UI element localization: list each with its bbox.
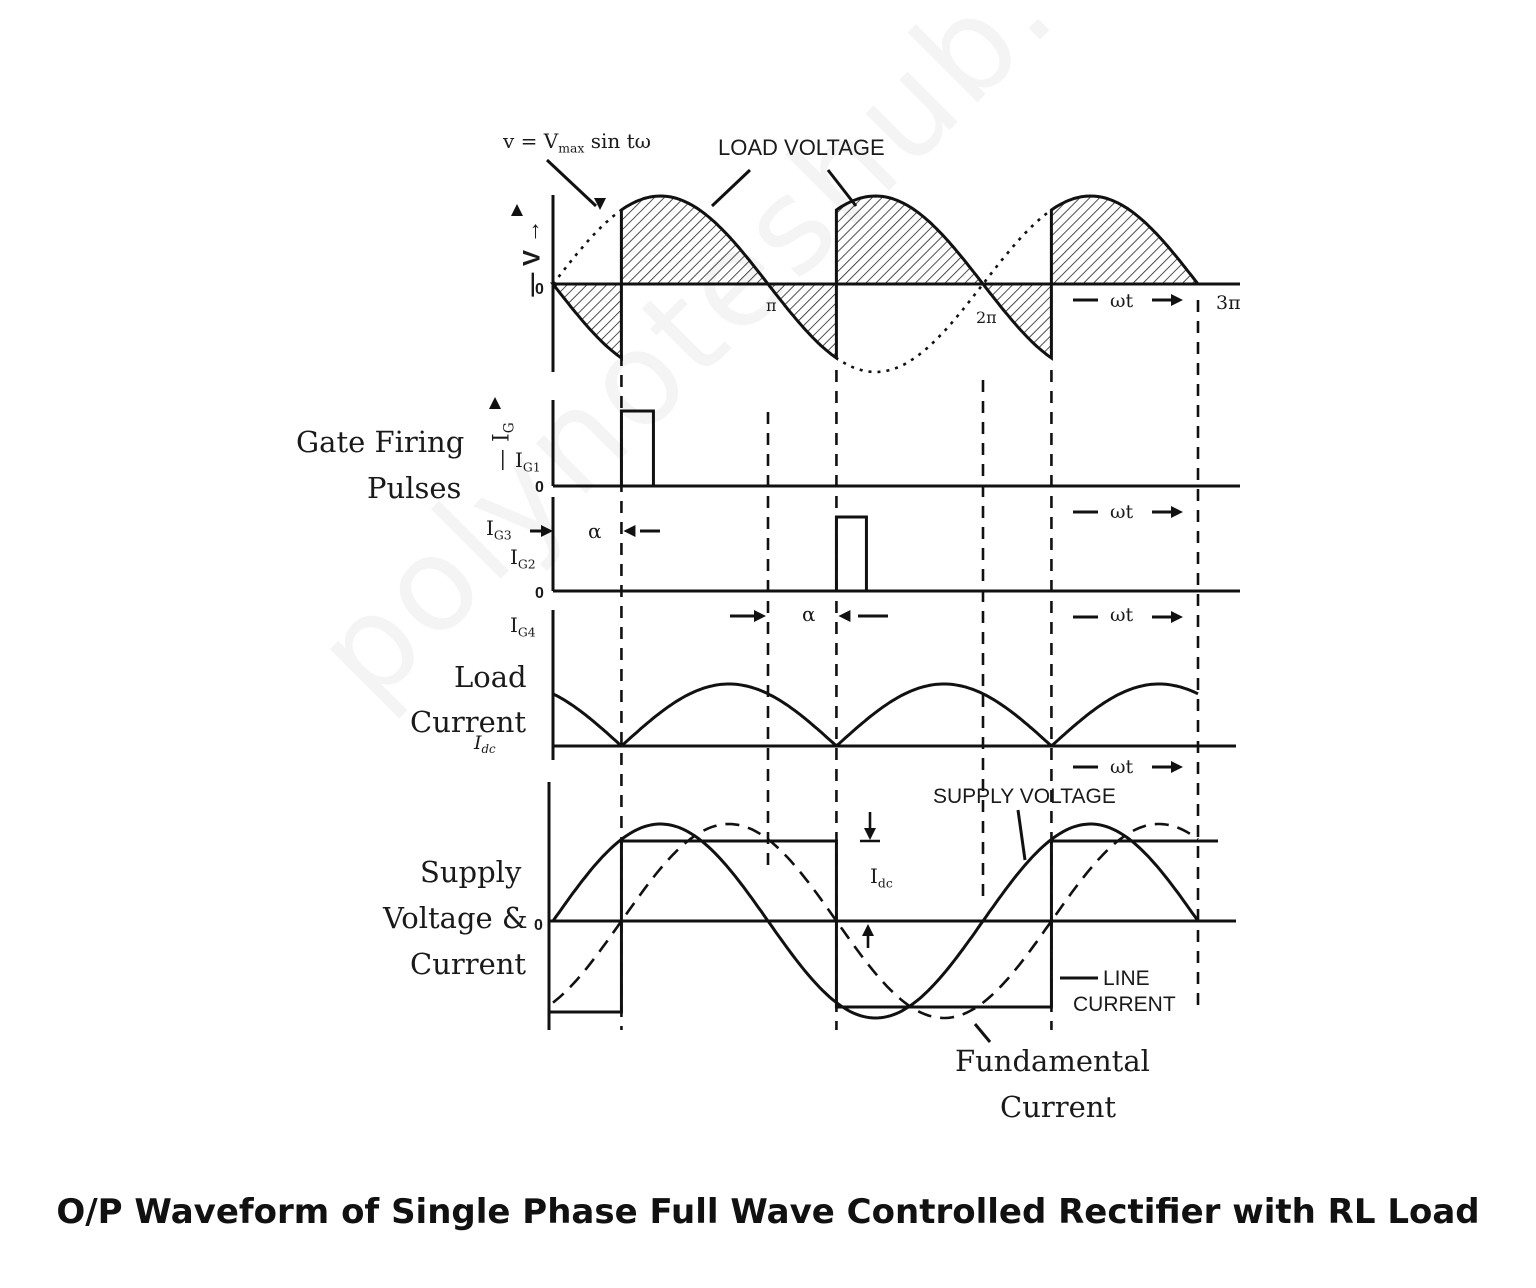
omega-arrow-3-head	[1171, 611, 1183, 623]
ig1-label: IG1	[515, 448, 541, 475]
equation-callout-head	[594, 198, 606, 210]
omega-arrow-1-head	[1171, 294, 1183, 306]
line-current-label-1: LINE	[1103, 967, 1150, 990]
equation-label: v = Vmax sin tω	[503, 129, 651, 156]
idc-left-label: Idc	[474, 732, 496, 757]
ig4-label: IG4	[510, 613, 536, 640]
omega-t-label-2: ωt	[1110, 501, 1134, 523]
idc-top-arrow-head	[864, 828, 876, 840]
omega-t-label-4: ωt	[1110, 756, 1134, 778]
figure-caption: O/P Waveform of Single Phase Full Wave C…	[56, 1192, 1480, 1232]
two-pi-label: 2π	[976, 308, 997, 327]
omega-arrow-2-head	[1171, 506, 1183, 518]
load-voltage-callout-2	[826, 169, 858, 207]
omega-t-label-1: ωt	[1110, 290, 1134, 312]
computed-waveforms	[489, 158, 1218, 1043]
ig2-label: IG2	[510, 545, 536, 572]
idc-mid-label: Idc	[870, 864, 893, 891]
supply-voltage-label: SUPPLY VOLTAGE	[933, 785, 1116, 808]
load-voltage-callout-1	[710, 168, 752, 208]
gate-label-line1: Gate Firing	[296, 425, 465, 459]
supply-label-line2: Voltage &	[383, 901, 528, 935]
load-voltage-negative-region-2	[764, 282, 838, 361]
omega-arrow-4-head	[1171, 761, 1183, 773]
zero-label-ig2: 0	[535, 585, 544, 602]
v-axis-arrow	[511, 204, 523, 216]
load-current-label-line2: Current	[410, 705, 527, 739]
alpha-label-2: α	[802, 602, 816, 626]
alpha-arrow-2-left-head	[754, 610, 766, 622]
load-voltage-positive-region-2	[834, 194, 987, 286]
ig-axis-label: — IG	[489, 422, 518, 471]
load-current-label-line1: Load	[454, 660, 527, 694]
fundamental-label-line2: Current	[1000, 1090, 1117, 1124]
ig-axis-arrow	[489, 397, 501, 409]
three-pi-label: 3π	[1216, 292, 1241, 314]
ig3-arrow-head	[541, 525, 553, 537]
equation-callout-line	[545, 158, 598, 208]
alpha-arrow-2-right-head	[838, 610, 851, 622]
idc-bottom-arrow-head	[862, 924, 874, 936]
load-voltage-positive-region-3	[1049, 194, 1202, 286]
gate-label-line2: Pulses	[367, 471, 462, 505]
load-voltage-negative-region-1	[549, 282, 623, 361]
zero-label-v: 0	[535, 281, 544, 298]
fundamental-callout	[973, 1023, 992, 1043]
fundamental-label-line1: Fundamental	[955, 1044, 1150, 1078]
alpha-arrow-1-head	[623, 525, 636, 537]
ig3-label: IG3	[486, 516, 512, 543]
load-current-curve	[552, 682, 1199, 748]
line-current-label-2: CURRENT	[1073, 993, 1176, 1016]
load-voltage-label: LOAD VOLTAGE	[718, 135, 885, 160]
fundamental-current-curve	[552, 822, 1199, 1020]
omega-t-label-3: ωt	[1110, 604, 1134, 626]
load-voltage-negative-region-3	[979, 282, 1053, 361]
gate-pulse-ig2	[834, 515, 868, 591]
alpha-label-1: α	[588, 519, 602, 543]
zero-label-supply: 0	[534, 917, 543, 934]
zero-label-ig1: 0	[535, 479, 544, 496]
supply-label-line3: Current	[410, 947, 527, 981]
supply-label-line1: Supply	[420, 855, 522, 889]
supply-voltage-callout	[1016, 809, 1027, 861]
pi-label: π	[766, 296, 777, 315]
load-voltage-positive-region-1	[619, 194, 772, 286]
supply-voltage-curve	[551, 822, 1200, 1020]
